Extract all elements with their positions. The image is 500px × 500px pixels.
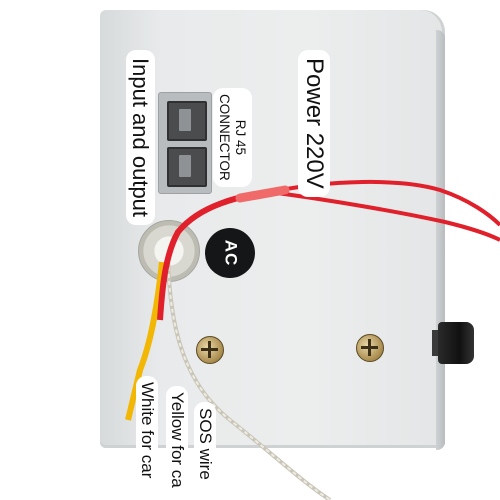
white-wire-highlight: [167, 259, 331, 500]
rj45-port-icon: [167, 147, 207, 187]
rj45-port-icon: [167, 101, 207, 141]
screw-icon: [196, 336, 224, 364]
yellow-wire: [125, 261, 165, 421]
rj45-label-line2: CONNECTOR: [217, 94, 233, 181]
red-wire-branch: [269, 190, 500, 242]
white-wire: [166, 259, 332, 500]
heat-shrink-sleeve: [235, 185, 290, 203]
rj45-label-line1: RJ 45: [233, 119, 248, 156]
knob-icon: [438, 322, 474, 364]
knob-stem: [432, 330, 442, 356]
input-output-label: Input and output: [125, 50, 155, 226]
sos-wire-label: SOS wire: [194, 402, 216, 486]
rj45-connector-block: [158, 92, 212, 194]
rj45-label: RJ 45 CONNECTOR: [212, 88, 252, 187]
enclosure-side-edge: [436, 30, 445, 450]
power-label: Power 220V: [298, 50, 330, 197]
ac-badge: AC: [205, 228, 255, 278]
screw-icon: [356, 334, 384, 362]
white-wire-label: White for car: [136, 376, 158, 485]
yellow-wire-label: Yellow for ca: [166, 386, 188, 494]
red-wire: [157, 189, 271, 321]
